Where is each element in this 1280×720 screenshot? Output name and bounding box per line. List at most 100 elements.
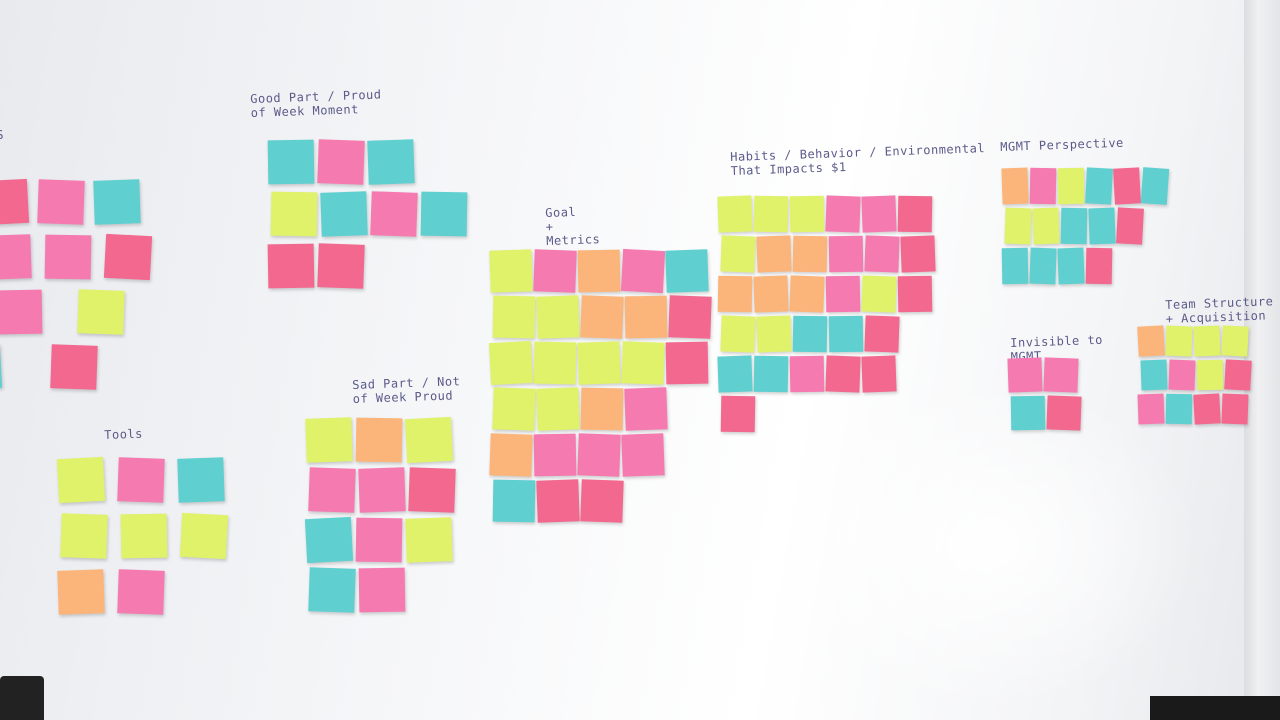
sticky-note: [317, 243, 365, 289]
sticky-note: [308, 467, 356, 513]
header-sad-part: Sad Part / Not of Week Proud: [352, 374, 461, 406]
sticky-note: [536, 295, 580, 339]
sticky-note: [0, 289, 43, 335]
sticky-note: [1140, 359, 1168, 391]
sticky-note: [864, 235, 900, 273]
sticky-note: [1116, 207, 1144, 245]
sticky-note: [304, 516, 354, 564]
sticky-note: [580, 387, 624, 431]
sticky-note: [117, 457, 165, 503]
sticky-note: [624, 387, 668, 431]
sticky-note: [577, 433, 621, 477]
sticky-note: [492, 387, 536, 431]
sticky-note: [57, 569, 105, 615]
sticky-note: [60, 513, 108, 559]
sticky-note: [1165, 393, 1193, 425]
sticky-note: [1165, 325, 1193, 357]
header-habits: Habits / Behavior / Environmental That I…: [730, 141, 986, 178]
sticky-note: [861, 195, 897, 233]
sticky-note: [308, 567, 356, 613]
sticky-note: [861, 355, 897, 393]
sticky-note: [789, 275, 825, 313]
sticky-note: [753, 195, 789, 233]
sticky-note: [1007, 357, 1043, 393]
sticky-note: [1193, 393, 1221, 425]
sticky-note: [753, 275, 789, 313]
header-team-structure: Team Structure + Acquisition: [1165, 294, 1274, 326]
sticky-note: [270, 191, 318, 237]
sticky-note: [792, 315, 828, 353]
light-glare: [780, 380, 1200, 710]
sticky-note: [179, 512, 229, 560]
sticky-note: [861, 275, 897, 313]
header-cut-off: S: [0, 127, 5, 142]
sticky-note: [358, 467, 406, 513]
header-tools: Tools: [104, 426, 144, 442]
sticky-note: [488, 340, 534, 386]
sticky-note: [624, 295, 668, 339]
sticky-note: [864, 315, 900, 353]
sticky-note: [1001, 167, 1029, 205]
sticky-note: [580, 479, 624, 523]
sticky-note: [825, 355, 861, 393]
sticky-note: [1029, 167, 1057, 205]
sticky-note: [420, 191, 468, 237]
sticky-note: [1221, 325, 1249, 357]
sticky-note: [267, 243, 315, 289]
sticky-note: [897, 275, 933, 313]
sticky-note: [900, 235, 936, 273]
sticky-note: [1057, 167, 1085, 205]
sticky-note: [370, 191, 418, 237]
sticky-note: [720, 235, 756, 273]
sticky-note: [50, 344, 98, 390]
sticky-note: [620, 248, 666, 294]
sticky-note: [404, 416, 454, 464]
sticky-note: [1085, 167, 1113, 205]
sticky-note: [408, 467, 456, 513]
sticky-note: [717, 275, 753, 313]
sticky-note: [492, 295, 536, 339]
sticky-note: [789, 355, 825, 393]
header-good-part: Good Part / Proud of Week Moment: [250, 87, 382, 120]
floor: [1150, 696, 1280, 720]
sticky-note: [305, 417, 353, 463]
sticky-note: [0, 178, 30, 226]
sticky-note: [1085, 247, 1113, 285]
sticky-note: [44, 234, 92, 280]
header-mgmt-perspective: MGMT Perspective: [1000, 135, 1125, 154]
sticky-note: [77, 289, 125, 335]
sticky-note: [1221, 393, 1249, 425]
sticky-note: [621, 433, 665, 477]
sticky-note: [267, 139, 315, 185]
sticky-note: [367, 139, 415, 185]
sticky-note: [103, 233, 153, 281]
sticky-note: [492, 479, 536, 523]
sticky-note: [756, 315, 792, 353]
sticky-note: [355, 517, 403, 563]
sticky-note: [1193, 325, 1221, 357]
sticky-note: [533, 249, 577, 293]
sticky-note: [358, 567, 406, 613]
sticky-note: [1057, 247, 1085, 285]
sticky-note: [1043, 357, 1079, 393]
sticky-note: [577, 341, 621, 385]
sticky-note: [320, 191, 368, 237]
sticky-note: [117, 569, 165, 615]
sticky-note: [1168, 359, 1196, 391]
sticky-note: [668, 295, 712, 339]
sticky-note: [825, 195, 861, 233]
trash-can: [0, 676, 44, 720]
sticky-note: [1010, 395, 1046, 431]
sticky-note: [1140, 167, 1170, 205]
sticky-note: [1004, 207, 1032, 245]
sticky-note: [1137, 393, 1165, 425]
sticky-note: [1060, 207, 1088, 245]
sticky-note: [720, 395, 756, 433]
sticky-note: [489, 249, 533, 293]
sticky-note: [621, 341, 665, 385]
sticky-note: [177, 457, 225, 503]
sticky-note: [0, 234, 32, 280]
sticky-note: [789, 195, 825, 233]
sticky-note: [825, 275, 861, 313]
sticky-note: [533, 433, 577, 477]
